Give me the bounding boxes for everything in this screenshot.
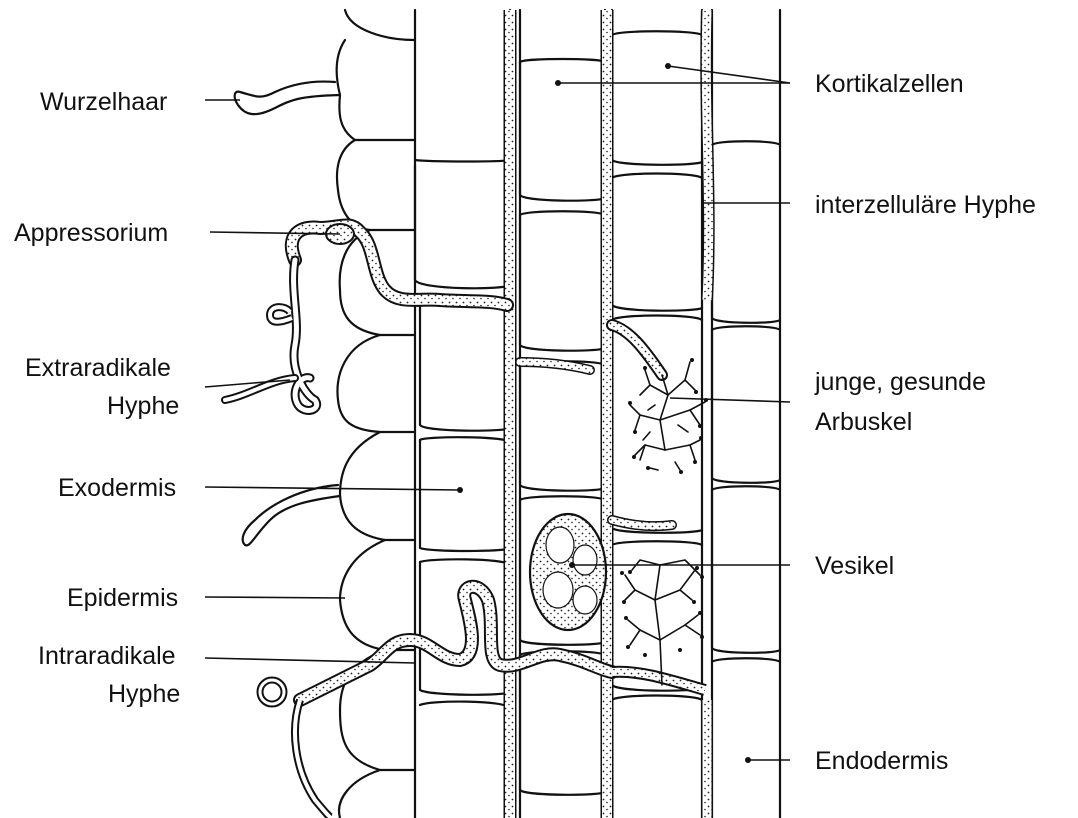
- label-kortikalzellen: Kortikalzellen: [815, 70, 964, 98]
- label-wurzelhaar: Wurzelhaar: [40, 88, 167, 116]
- label-extraradikale-2: Hyphe: [107, 392, 179, 420]
- cortex-column-3: [712, 10, 780, 818]
- extraradical-hypha: [225, 260, 317, 410]
- label-extraradikale-1: Extraradikale: [25, 354, 171, 382]
- label-intraradikale-1: Intraradikale: [38, 642, 176, 670]
- appressorium-hypha: [292, 224, 507, 305]
- label-intraradikale-2: Hyphe: [108, 680, 180, 708]
- young-arbuscule: [628, 358, 708, 474]
- label-interzellulaere-hyphe: interzelluläre Hyphe: [815, 191, 1036, 219]
- label-arbuskel-1: junge, gesunde: [814, 368, 986, 396]
- label-appressorium: Appressorium: [14, 219, 168, 247]
- label-vesikel: Vesikel: [815, 552, 894, 580]
- label-epidermis: Epidermis: [67, 584, 178, 612]
- cortex-column-1: [520, 10, 605, 818]
- label-arbuskel-2: Arbuskel: [815, 408, 912, 436]
- older-arbuscule: [620, 560, 704, 685]
- exodermis-layer: [415, 10, 510, 818]
- cortex-column-2: [612, 10, 702, 818]
- vesicle: [530, 514, 606, 630]
- label-endodermis: Endodermis: [815, 747, 948, 775]
- label-exodermis: Exodermis: [58, 474, 176, 502]
